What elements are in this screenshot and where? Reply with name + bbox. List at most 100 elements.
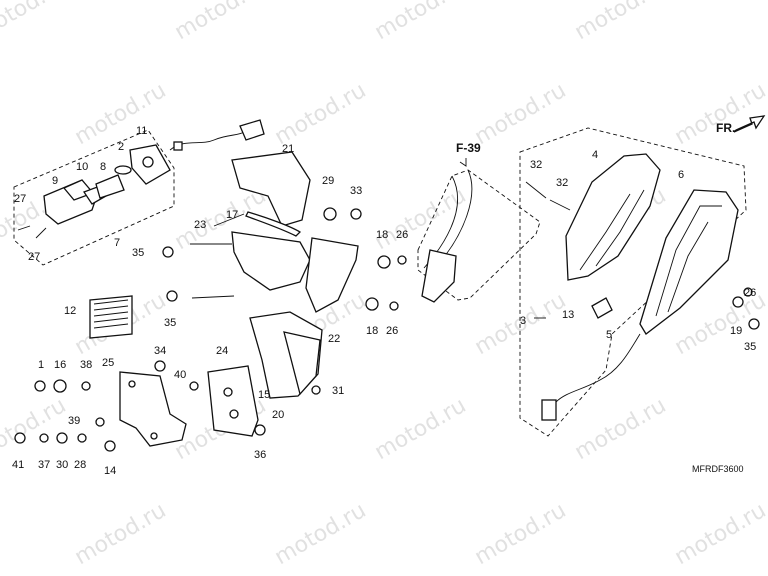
callout-15: 15 bbox=[258, 389, 270, 401]
license-light-group bbox=[13, 119, 265, 266]
watermark-text: motod.ru bbox=[0, 393, 70, 465]
callout-27b: 27 bbox=[28, 251, 40, 263]
callout-18b: 18 bbox=[366, 325, 378, 337]
bracket-hole-b bbox=[150, 432, 158, 440]
callout-26c: 26 bbox=[744, 287, 756, 299]
collar-19 bbox=[732, 296, 744, 308]
callout-26a: 26 bbox=[396, 229, 408, 241]
watermark-text: motod.ru bbox=[271, 78, 371, 150]
grommet bbox=[173, 141, 183, 151]
tail-connector bbox=[541, 399, 557, 421]
callout-33: 33 bbox=[350, 185, 362, 197]
socket bbox=[142, 156, 154, 168]
diagram-code: MFRDF3600 bbox=[692, 464, 744, 474]
bracket-upper bbox=[231, 231, 311, 291]
clip-29 bbox=[323, 207, 337, 221]
callout-2: 2 bbox=[118, 141, 124, 153]
watermark-text: motod.ru bbox=[71, 78, 171, 150]
callout-4: 4 bbox=[592, 149, 598, 161]
screw-27a bbox=[17, 225, 31, 231]
leader-17 bbox=[213, 213, 245, 227]
tail-lens bbox=[565, 153, 661, 281]
housing-ribs bbox=[655, 205, 722, 317]
plate-bracket bbox=[119, 371, 187, 447]
connector bbox=[239, 119, 265, 141]
callout-32b: 32 bbox=[556, 177, 568, 189]
bracket-hole-a bbox=[128, 380, 136, 388]
callout-31: 31 bbox=[332, 385, 344, 397]
frame-reference bbox=[417, 158, 541, 303]
washer-28 bbox=[77, 433, 87, 443]
bolt-stack-upper bbox=[34, 379, 105, 427]
callout-34: 34 bbox=[154, 345, 166, 357]
collar-26a bbox=[397, 255, 407, 265]
watermark-text: motod.ru bbox=[0, 0, 70, 45]
bolt-1 bbox=[34, 380, 46, 392]
callout-32a: 32 bbox=[530, 159, 542, 171]
reflector-ribs bbox=[93, 299, 129, 329]
nut-14 bbox=[104, 440, 116, 452]
watermark-text: motod.ru bbox=[371, 0, 471, 45]
callout-16: 16 bbox=[54, 359, 66, 371]
callout-14: 14 bbox=[104, 465, 116, 477]
watermark-text: motod.ru bbox=[371, 183, 471, 255]
screw-27b bbox=[35, 227, 47, 239]
callout-9: 9 bbox=[52, 175, 58, 187]
bolt-39 bbox=[95, 417, 105, 427]
callout-6: 6 bbox=[678, 169, 684, 181]
bulb bbox=[114, 165, 132, 175]
mounting-plate bbox=[207, 365, 259, 437]
callout-28: 28 bbox=[74, 459, 86, 471]
callout-17: 17 bbox=[226, 209, 238, 221]
support-plate bbox=[283, 331, 321, 396]
tail-wire bbox=[555, 333, 641, 403]
harness-wire bbox=[169, 131, 245, 151]
callout-35b: 35 bbox=[164, 317, 176, 329]
watermark-text: motod.ru bbox=[471, 498, 571, 570]
bolt-41 bbox=[14, 432, 26, 444]
lens-lines bbox=[579, 189, 645, 271]
fender-group bbox=[154, 151, 407, 437]
callout-24: 24 bbox=[216, 345, 228, 357]
tail-housing bbox=[639, 189, 739, 335]
front-arrow-icon bbox=[733, 115, 766, 133]
callout-30: 30 bbox=[56, 459, 68, 471]
bolt-40 bbox=[189, 381, 199, 391]
screw-32a bbox=[525, 181, 547, 199]
callout-1: 1 bbox=[38, 359, 44, 371]
callout-25: 25 bbox=[102, 357, 114, 369]
bulb-13 bbox=[591, 297, 613, 319]
watermark-text: motod.ru bbox=[671, 498, 768, 570]
ref-arrow bbox=[459, 158, 467, 167]
watermark-text: motod.ru bbox=[171, 0, 271, 45]
collar-16 bbox=[53, 379, 67, 393]
callout-35c: 35 bbox=[744, 341, 756, 353]
callout-41: 41 bbox=[12, 459, 24, 471]
nut-35b bbox=[166, 290, 178, 302]
nut-34 bbox=[154, 360, 166, 372]
callout-19: 19 bbox=[730, 325, 742, 337]
callout-18a: 18 bbox=[376, 229, 388, 241]
washer-37 bbox=[39, 433, 49, 443]
callout-26b: 26 bbox=[386, 325, 398, 337]
callout-8: 8 bbox=[100, 161, 106, 173]
bolt-stack-lower bbox=[14, 432, 116, 452]
callout-23: 23 bbox=[194, 219, 206, 231]
plate-hole-a bbox=[223, 387, 233, 397]
callout-7: 7 bbox=[114, 237, 120, 249]
callout-36: 36 bbox=[254, 449, 266, 461]
ref-label: F-39 bbox=[456, 141, 481, 155]
watermark-text: motod.ru bbox=[571, 393, 671, 465]
callout-labels: FR. F-39 MFRDF3600 1 2 3 4 5 6 7 8 9 10 … bbox=[12, 121, 756, 477]
callout-10: 10 bbox=[76, 161, 88, 173]
callout-11: 11 bbox=[136, 125, 147, 137]
callout-40: 40 bbox=[174, 369, 186, 381]
washer-38 bbox=[81, 381, 91, 391]
seal-strip bbox=[245, 211, 302, 237]
callout-22: 22 bbox=[328, 333, 340, 345]
callout-29: 29 bbox=[322, 175, 334, 187]
fender-cover bbox=[231, 151, 311, 227]
nut-33 bbox=[350, 208, 362, 220]
